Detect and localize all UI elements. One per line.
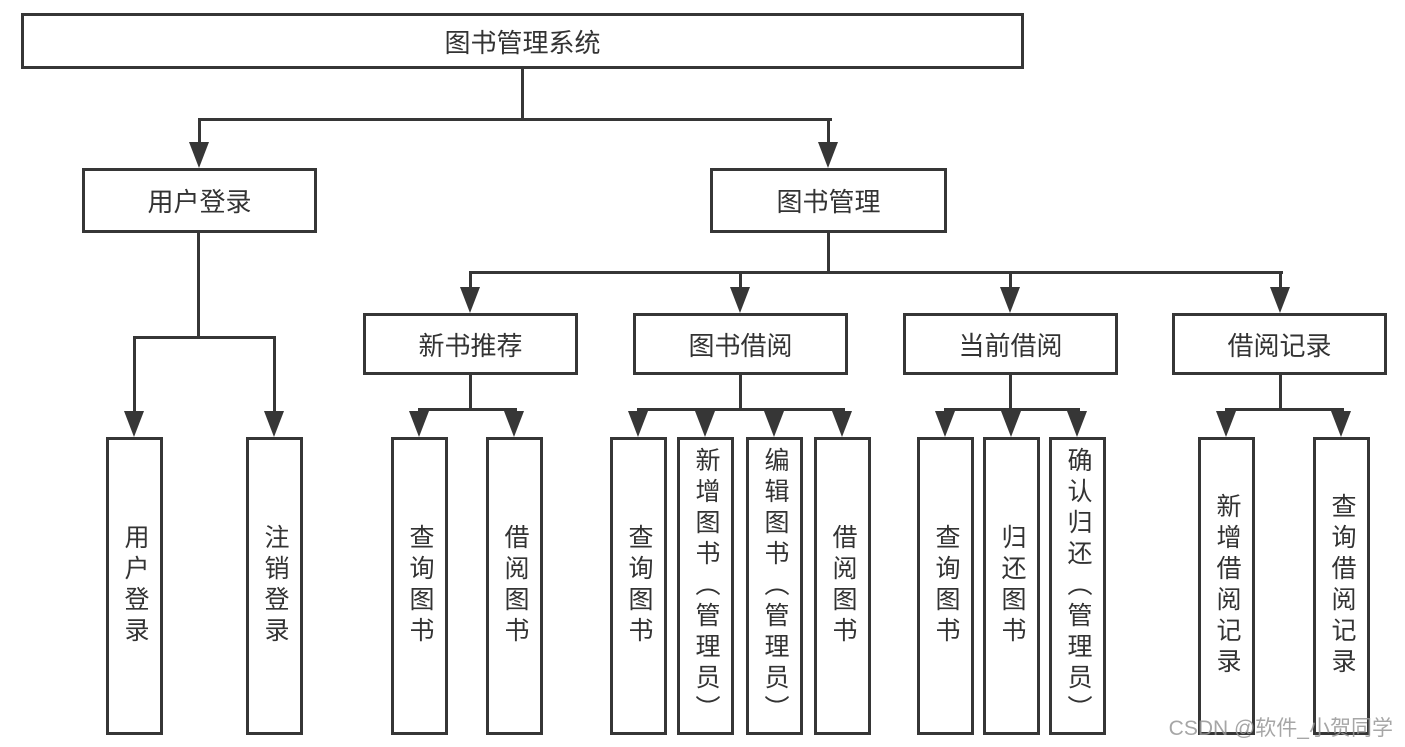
arrowhead-down-icon	[1000, 287, 1020, 313]
node-book-borrowing: 图书借阅	[633, 313, 848, 375]
connector-line	[1225, 408, 1344, 411]
arrowhead-down-icon	[1001, 411, 1021, 437]
arrowhead-down-icon	[1216, 411, 1236, 437]
node-label: 查询借阅记录	[1328, 493, 1356, 679]
connector-line	[273, 336, 276, 419]
connector-line	[197, 233, 200, 339]
node-label: 编辑图书（管理员）	[761, 446, 789, 726]
node-label: 借阅图书	[501, 524, 529, 648]
arrowhead-down-icon	[1067, 411, 1087, 437]
connector-line	[827, 233, 830, 274]
arrowhead-down-icon	[409, 411, 429, 437]
connector-line	[133, 336, 276, 339]
arrowhead-down-icon	[935, 411, 955, 437]
arrowhead-down-icon	[1331, 411, 1351, 437]
arrowhead-down-icon	[1270, 287, 1290, 313]
connector-line	[133, 336, 136, 419]
connector-line	[1009, 375, 1012, 411]
arrowhead-down-icon	[818, 142, 838, 168]
node-label: 新增借阅记录	[1213, 493, 1241, 679]
leaf-edit-books-admin: 编辑图书（管理员）	[746, 437, 803, 735]
node-label: 归还图书	[998, 524, 1026, 648]
node-label: 用户登录	[147, 187, 252, 217]
node-new-book-recommendation: 新书推荐	[363, 313, 578, 375]
node-label: 注销登录	[261, 524, 289, 648]
node-label: 当前借阅	[958, 330, 1063, 361]
arrowhead-down-icon	[730, 287, 750, 313]
connector-line	[469, 271, 472, 295]
arrowhead-down-icon	[264, 411, 284, 437]
leaf-add-borrow-record: 新增借阅记录	[1198, 437, 1255, 735]
leaf-return-books: 归还图书	[983, 437, 1040, 735]
arrowhead-down-icon	[628, 411, 648, 437]
node-book-management: 图书管理	[710, 168, 947, 233]
leaf-user-login: 用户登录	[106, 437, 163, 735]
leaf-query-books: 查询图书	[610, 437, 667, 735]
arrowhead-down-icon	[504, 411, 524, 437]
leaf-confirm-return-admin: 确认归还（管理员）	[1049, 437, 1106, 735]
leaf-query-books: 查询图书	[391, 437, 448, 735]
connector-line	[198, 118, 201, 150]
leaf-query-borrow-record: 查询借阅记录	[1313, 437, 1370, 735]
arrowhead-down-icon	[764, 411, 784, 437]
node-label: 图书管理	[776, 187, 881, 217]
connector-line	[637, 408, 845, 411]
node-label: 查询图书	[932, 524, 960, 648]
connector-line	[198, 118, 832, 121]
node-label: 新书推荐	[418, 330, 523, 361]
node-label: 查询图书	[625, 524, 653, 648]
connector-line	[1279, 375, 1282, 411]
node-label: 图书借阅	[688, 330, 793, 361]
leaf-add-books-admin: 新增图书（管理员）	[677, 437, 734, 735]
connector-line	[469, 271, 1283, 274]
arrowhead-down-icon	[695, 411, 715, 437]
node-user-login: 用户登录	[82, 168, 317, 233]
node-label: 确认归还（管理员）	[1064, 446, 1092, 726]
node-label: 查询图书	[406, 524, 434, 648]
node-borrowing-records: 借阅记录	[1172, 313, 1387, 375]
leaf-query-books: 查询图书	[917, 437, 974, 735]
arrowhead-down-icon	[189, 142, 209, 168]
leaf-logout: 注销登录	[246, 437, 303, 735]
node-label: 借阅图书	[829, 524, 857, 648]
arrowhead-down-icon	[124, 411, 144, 437]
arrowhead-down-icon	[832, 411, 852, 437]
node-label: 新增图书（管理员）	[692, 446, 720, 726]
leaf-borrow-books: 借阅图书	[486, 437, 543, 735]
connector-line	[418, 408, 517, 411]
connector-line	[1279, 271, 1282, 295]
connector-line	[827, 118, 830, 150]
node-label: 借阅记录	[1227, 330, 1332, 361]
connector-line	[739, 271, 742, 295]
connector-line	[1009, 271, 1012, 295]
arrowhead-down-icon	[460, 287, 480, 313]
connector-line	[469, 375, 472, 411]
connector-line	[739, 375, 742, 411]
node-current-borrowing: 当前借阅	[903, 313, 1118, 375]
node-label: 图书管理系统	[444, 27, 601, 58]
node-label: 用户登录	[121, 524, 149, 648]
node-library-management-system: 图书管理系统	[21, 13, 1024, 69]
leaf-borrow-books: 借阅图书	[814, 437, 871, 735]
csdn-watermark: CSDN @软件_小贺同学	[1168, 717, 1393, 740]
connector-line	[521, 69, 524, 121]
